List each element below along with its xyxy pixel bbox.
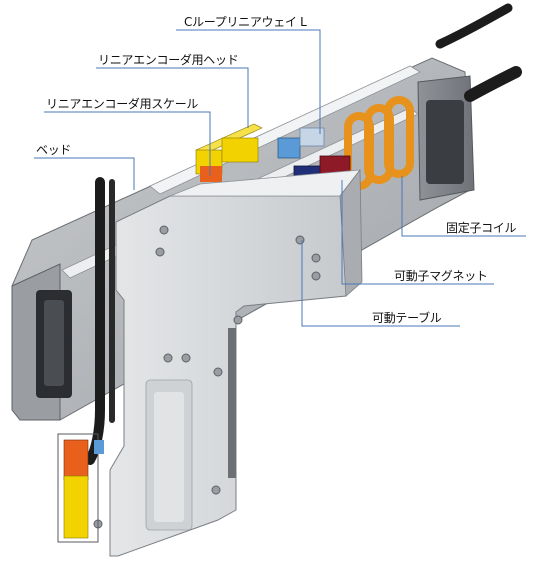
label-encoder-scale: リニアエンコーダ用スケール: [46, 97, 199, 111]
leader-mover-magnet: [341, 180, 494, 285]
label-c-loop-linear-way: Cループリニアウェイ L: [184, 15, 307, 29]
moving-table: [93, 168, 363, 557]
leader-lines: [34, 29, 526, 327]
lower-encoder-base: [57, 433, 99, 543]
leader-moving-table: [301, 240, 460, 327]
leader-bed: [34, 157, 135, 190]
encoder-head-orange: [200, 166, 222, 182]
way-block-1: [277, 137, 301, 159]
screw-6: [181, 353, 191, 363]
screw-1: [295, 235, 305, 245]
screw-4: [159, 225, 169, 235]
label-mover-magnet: 可動子マグネット: [394, 269, 488, 283]
leader-stator-coil: [401, 176, 526, 237]
screw-9: [211, 485, 221, 495]
screw-2: [311, 253, 321, 263]
cable-top-2: [464, 66, 522, 102]
lower-encoder: [57, 433, 104, 543]
lower-encoder-yellow: [63, 475, 89, 539]
label-moving-table: 可動テーブル: [372, 311, 442, 325]
leader-encoder-head: [96, 67, 249, 128]
screw-8: [213, 367, 223, 377]
leader-c-loop: [176, 29, 321, 134]
screw-11: [233, 315, 243, 325]
coil-3: [384, 96, 414, 178]
label-encoder-head: リニアエンコーダ用ヘッド: [98, 53, 239, 67]
screw-5: [155, 247, 165, 257]
bed-left-cap-inner: [44, 300, 64, 386]
way-block-2: [299, 127, 325, 147]
cable-top-1: [435, 3, 513, 49]
screw-3: [311, 271, 321, 281]
table-window-2: [154, 392, 184, 522]
screw-7: [163, 353, 173, 363]
moving-table-side: [339, 168, 363, 297]
lower-encoder-blue: [94, 440, 104, 454]
spring-rod: [228, 328, 236, 478]
encoder-head-body-2: [221, 137, 259, 163]
bed-right-cap: [426, 100, 464, 184]
lower-encoder-orange: [63, 439, 89, 481]
label-stator-coil: 固定子コイル: [446, 221, 517, 235]
encoder-head: [195, 123, 263, 182]
leader-encoder-scale: [44, 111, 211, 176]
label-bed: ベッド: [36, 143, 72, 157]
